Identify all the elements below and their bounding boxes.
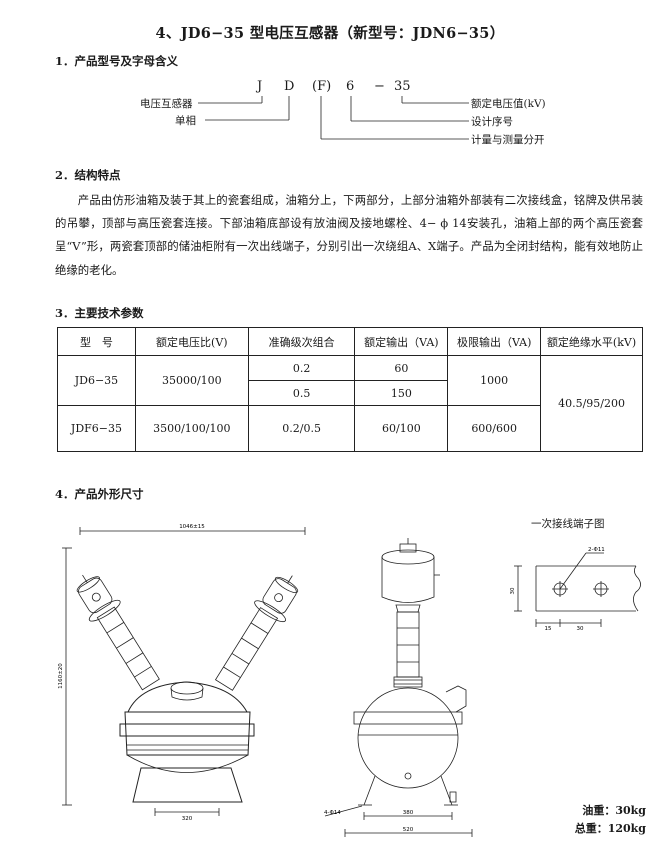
dim-width: 1046±15 [179, 524, 205, 530]
structure-text: 产品由仿形油箱及装于其上的瓷套组成，油箱分上，下两部分，上部分油箱外部装有二次接… [55, 193, 643, 277]
cell-accuracy: 0.2/0.5 [247, 405, 356, 452]
code-char-d: D [284, 79, 295, 94]
header-model: 型 号 [57, 327, 136, 356]
dim-terminal-holes: 2-Φ11 [588, 547, 605, 553]
header-accuracy: 准确级次组合 [247, 327, 356, 356]
section-heading-model: 1．产品型号及字母含义 [55, 54, 179, 68]
header-rated-output: 额定输出（VA) [354, 327, 449, 356]
code-label-voltage-transformer: 电压互感器 [140, 98, 193, 110]
header-ratio: 额定电压比(V) [134, 327, 249, 356]
cell-accuracy: 0.2 [247, 355, 356, 381]
oil-weight: 油重：30kg [582, 804, 646, 817]
cell-rated-output: 60 [354, 355, 449, 381]
code-char-35: 35 [394, 79, 411, 94]
header-insulation: 额定绝缘水平(kV) [540, 327, 643, 356]
section-heading-structure: 2．结构特点 [55, 168, 121, 182]
structure-paragraph: 产品由仿形油箱及装于其上的瓷套组成，油箱分上，下两部分，上部分油箱外部装有二次接… [55, 189, 643, 282]
front-view-drawing [62, 527, 306, 816]
cell-model: JD6−35 [57, 355, 136, 406]
code-label-metering: 计量与测量分开 [471, 134, 545, 146]
cell-limit-output: 600/600 [447, 405, 542, 452]
cell-accuracy: 0.5 [247, 380, 356, 406]
table-row: JDF6−35 3500/100/100 0.2/0.5 60/100 600/… [57, 405, 643, 452]
code-label-design-no: 设计序号 [471, 116, 513, 128]
table-row: JD6−35 35000/100 0.2 60 1000 40.5/95/200 [57, 355, 643, 452]
code-leader-lines [198, 96, 469, 140]
code-char-6: 6 [346, 79, 355, 94]
section-heading-dimensions: 4．产品外形尺寸 [55, 487, 144, 501]
parameter-table: 型 号 额定电压比(V) 准确级次组合 额定输出（VA) 极限输出（VA) 额定… [57, 327, 643, 452]
cell-rated-output: 60/100 [354, 405, 449, 452]
side-view-drawing [324, 538, 473, 837]
section-heading-params: 3．主要技术参数 [55, 306, 144, 320]
cell-limit-output: 1000 [447, 355, 542, 406]
code-label-single-phase: 单相 [175, 115, 196, 127]
code-char-j: J [257, 79, 263, 94]
dim-mount-holes: 4-Φ14 [324, 810, 341, 816]
dim-terminal-a: 15 [545, 626, 552, 632]
dim-side-a: 380 [403, 810, 414, 816]
cell-model: JDF6−35 [57, 405, 136, 452]
table-header-row: 型 号 额定电压比(V) 准确级次组合 额定输出（VA) 极限输出（VA) 额定… [57, 327, 643, 356]
dim-side-b: 520 [403, 827, 414, 833]
dim-height: 1160±20 [58, 663, 64, 689]
table-row: 0.5 150 [58, 380, 643, 406]
code-label-rated-voltage: 额定电压值(kV) [471, 98, 546, 110]
code-char-f: (F) [312, 79, 332, 94]
total-weight: 总重：120kg [574, 822, 646, 835]
cell-ratio: 3500/100/100 [134, 405, 249, 452]
terminal-diagram-title: 一次接线端子图 [531, 518, 605, 530]
cell-ratio: 35000/100 [134, 355, 249, 406]
dim-terminal-height: 30 [510, 587, 516, 594]
terminal-detail-drawing [514, 552, 641, 627]
dim-base: 320 [182, 816, 193, 822]
code-char-dash: − [374, 79, 385, 94]
dim-terminal-b: 30 [577, 626, 584, 632]
page-title: 4、JD6−35 型电压互感器（新型号：JDN6−35） [155, 25, 505, 42]
cell-insulation: 40.5/95/200 [540, 355, 643, 452]
